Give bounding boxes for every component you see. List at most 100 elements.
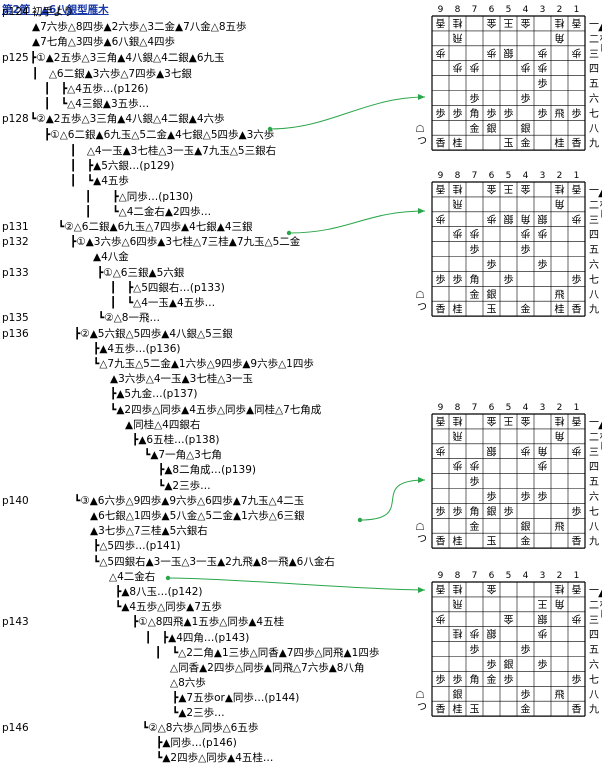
piece: 歩 — [504, 273, 514, 286]
piece: 歩 — [470, 643, 480, 656]
piece: 香 — [572, 536, 582, 548]
col-label: 9 — [438, 171, 444, 181]
piece: 歩 — [487, 258, 497, 271]
col-label: 5 — [506, 571, 512, 581]
piece: 金 — [487, 414, 497, 427]
piece: 歩 — [521, 243, 531, 256]
col-label: 5 — [506, 403, 512, 413]
col-label: 1 — [574, 5, 580, 15]
piece: 金 — [521, 414, 531, 427]
move-line: ┃ ┣▲5六銀…(p129) — [70, 160, 175, 172]
piece: 歩 — [521, 92, 531, 105]
piece: 角 — [555, 31, 565, 43]
row-label: 八 — [589, 690, 599, 701]
piece: 玉 — [470, 705, 480, 716]
row-label: 二 — [589, 600, 599, 611]
piece: 王 — [538, 597, 548, 608]
piece: 歩 — [538, 61, 548, 74]
move-line: ▲3六歩△4一玉▲3七桂△3一玉 — [110, 373, 254, 385]
piece: 歩 — [521, 444, 531, 457]
piece: 飛 — [453, 197, 463, 209]
piece: 歩 — [470, 475, 480, 488]
col-label: 6 — [489, 403, 495, 413]
piece: 歩 — [521, 61, 531, 74]
row-label: 六 — [589, 93, 599, 105]
move-line: ┣②▲5六銀△5四歩▲4八銀△5三銀 — [74, 328, 233, 340]
move-line: ┣▲7五歩or▲同歩…(p144) — [172, 692, 300, 704]
page-ref: p146 — [2, 722, 29, 734]
row-label: 一 — [589, 185, 599, 196]
move-line: ┗▲2三歩… — [172, 707, 225, 719]
piece: 香 — [436, 182, 446, 194]
row-label: 八 — [589, 522, 599, 533]
piece: 歩 — [538, 658, 548, 671]
move-line: ┣①▲2五歩△3三角▲4八銀△4二銀▲6九玉 — [30, 52, 225, 64]
piece: 銀 — [504, 658, 514, 671]
move-line: ┗△5四銀右▲3一玉△3一玉▲2九飛▲8一飛▲6八金右 — [93, 556, 335, 568]
row-label: 六 — [589, 491, 599, 503]
piece: 歩 — [538, 77, 548, 90]
col-label: 7 — [472, 571, 478, 581]
row-label: 五 — [589, 79, 599, 90]
col-label: 3 — [540, 5, 546, 15]
move-line: ┗▲4五歩△同歩▲7五歩 — [115, 601, 222, 613]
move-line: △同香▲2四歩△同歩▲同飛△7六歩▲8八角 — [170, 662, 365, 674]
move-line: ┗③▲6六歩△9四歩▲9六歩△6四歩▲7九玉△4二玉 — [74, 495, 305, 507]
move-line: ┣▲8八玉…(p142) — [115, 586, 203, 598]
piece: 桂 — [453, 414, 463, 427]
piece: 歩 — [487, 490, 497, 503]
page-ref: p132 — [2, 236, 29, 248]
move-line: ┃ ┣△5四銀右…(p133) — [110, 282, 225, 294]
col-label: 1 — [574, 571, 580, 581]
col-label: 8 — [455, 5, 461, 15]
piece: 歩 — [436, 444, 446, 457]
page-ref: p125 — [2, 52, 29, 64]
move-line: ▲7六歩△8四歩▲2六歩△3二金▲7八金△8五歩 — [32, 21, 247, 33]
piece: 飛 — [555, 689, 565, 701]
piece: 金 — [470, 520, 480, 533]
page-ref: p124 — [2, 6, 29, 18]
piece: 桂 — [453, 16, 463, 29]
piece: 歩 — [470, 227, 480, 240]
move-line: ┗②▲2五歩△3三角▲4八銀△4二銀▲4六歩 — [30, 113, 225, 125]
piece: 桂 — [453, 535, 463, 548]
move-line: ┣▲6五桂…(p138) — [132, 434, 220, 446]
page-ref: p136 — [2, 328, 29, 340]
page-ref: p131 — [2, 221, 29, 233]
col-label: 2 — [557, 571, 563, 581]
move-line: 初手より — [32, 6, 74, 18]
col-label: 1 — [574, 403, 580, 413]
move-line: ┣▲5九金…(p137) — [110, 388, 198, 400]
piece: 角 — [555, 429, 565, 441]
piece: 飛 — [453, 429, 463, 441]
piece: 銀 — [538, 212, 548, 225]
piece: 香 — [436, 536, 446, 548]
connector-line — [269, 96, 426, 130]
col-label: 5 — [506, 171, 512, 181]
connector-dot — [357, 517, 363, 523]
piece: 角 — [470, 274, 480, 286]
piece: 歩 — [470, 459, 480, 472]
piece: 歩 — [470, 61, 480, 74]
col-label: 8 — [455, 171, 461, 181]
piece: 角 — [470, 674, 480, 686]
move-line: ┣①△6三銀▲5六銀 — [97, 267, 185, 279]
piece: 桂 — [453, 582, 463, 595]
piece: 銀 — [504, 46, 514, 59]
piece: 歩 — [504, 673, 514, 686]
connector-line — [167, 577, 426, 591]
piece: 歩 — [521, 643, 531, 656]
piece: 歩 — [538, 46, 548, 59]
piece: 歩 — [572, 444, 582, 457]
page-ref: p128 — [2, 113, 29, 125]
piece: 桂 — [555, 137, 565, 150]
row-label: 五 — [589, 477, 599, 488]
piece: 金 — [504, 612, 514, 625]
piece: 角 — [470, 506, 480, 518]
piece: 歩 — [572, 673, 582, 686]
move-line: ┗②△8一飛… — [98, 312, 160, 324]
piece: 香 — [572, 414, 582, 426]
move-line: ┣▲8二角成…(p139) — [158, 464, 256, 476]
